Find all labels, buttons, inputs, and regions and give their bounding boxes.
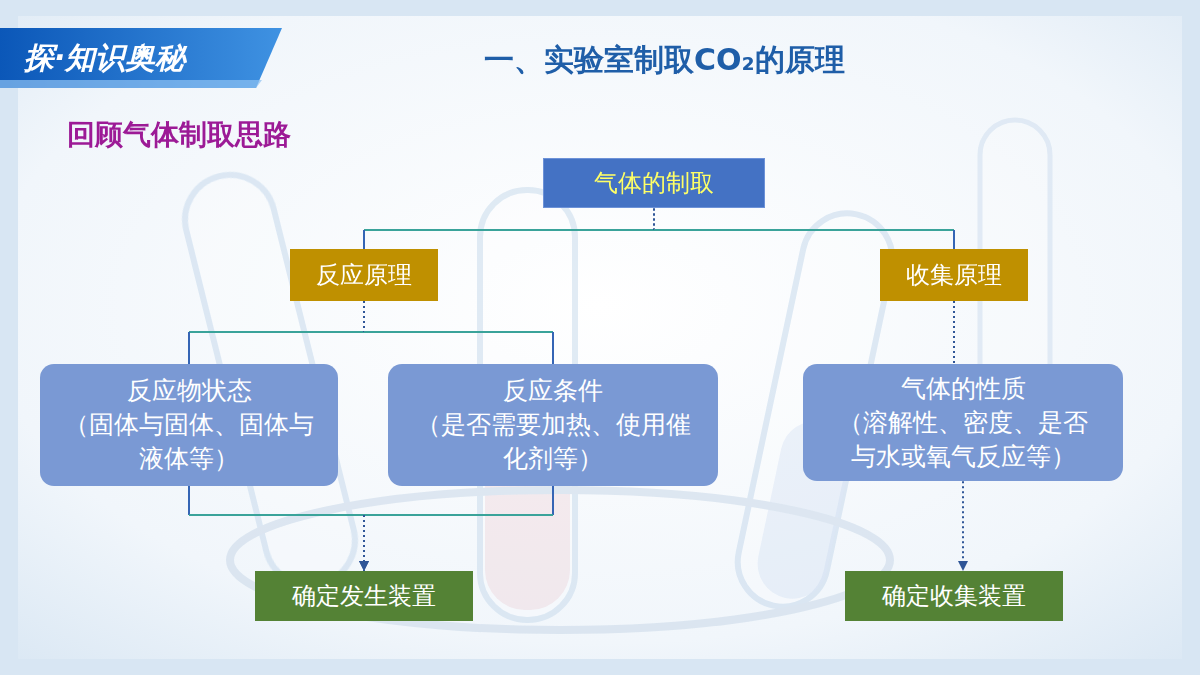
connector-segment [953, 301, 955, 364]
connector-segment [653, 208, 655, 230]
box-heading: 气体的性质 [901, 372, 1026, 406]
box-heading: 反应条件 [503, 374, 603, 408]
box-body: （溶解性、密度、是否与水或氧气反应等） [827, 406, 1099, 474]
box-body: （是否需要加热、使用催化剂等） [414, 408, 692, 476]
slide-title: 一、实验室制取CO₂的原理 [484, 40, 845, 81]
result-box: 确定收集装置 [845, 571, 1063, 621]
connector-segment [953, 230, 955, 249]
connector [364, 486, 553, 571]
connector [364, 301, 553, 364]
connector-segment [962, 481, 964, 571]
box-heading: 气体的制取 [594, 167, 714, 199]
connector-segment [552, 486, 554, 515]
box-body: （固体与固体、固体与液体等） [62, 408, 316, 476]
connector-segment [653, 208, 655, 230]
box-heading: 反应原理 [316, 259, 412, 291]
factor-box: 反应物状态（固体与固体、固体与液体等） [40, 364, 338, 486]
connector-segment [189, 331, 364, 333]
connector [963, 481, 964, 571]
connector-segment [363, 301, 365, 332]
box-heading: 确定收集装置 [882, 580, 1026, 612]
section-heading: 回顾气体制取思路 [67, 116, 291, 154]
connector-segment [188, 486, 190, 515]
connector-segment [364, 229, 654, 231]
connector-segment [363, 515, 365, 571]
connector [189, 486, 364, 571]
connector-segment [552, 332, 554, 364]
factor-box: 反应条件（是否需要加热、使用催化剂等） [388, 364, 718, 486]
connector-segment [363, 515, 365, 571]
principle-box: 反应原理 [290, 249, 438, 301]
connector-segment [363, 301, 365, 332]
connector-segment [188, 332, 190, 364]
banner-stripe [0, 80, 262, 88]
result-box: 确定发生装置 [255, 571, 473, 621]
connector [364, 208, 654, 249]
factor-box: 气体的性质（溶解性、密度、是否与水或氧气反应等） [803, 364, 1123, 481]
connector-segment [364, 331, 553, 333]
connector [654, 208, 954, 249]
root-box: 气体的制取 [543, 158, 765, 208]
connector-segment [189, 514, 364, 516]
box-heading: 确定发生装置 [292, 580, 436, 612]
section-banner [0, 28, 282, 88]
principle-box: 收集原理 [880, 249, 1028, 301]
connector-segment [364, 514, 553, 516]
connector-segment [654, 229, 954, 231]
panel [18, 16, 1182, 659]
box-heading: 收集原理 [906, 259, 1002, 291]
section-tag: 探·知识奥秘 [24, 38, 185, 79]
connector-segment [363, 230, 365, 249]
connector [189, 301, 364, 364]
connector [954, 301, 955, 364]
box-heading: 反应物状态 [127, 374, 252, 408]
